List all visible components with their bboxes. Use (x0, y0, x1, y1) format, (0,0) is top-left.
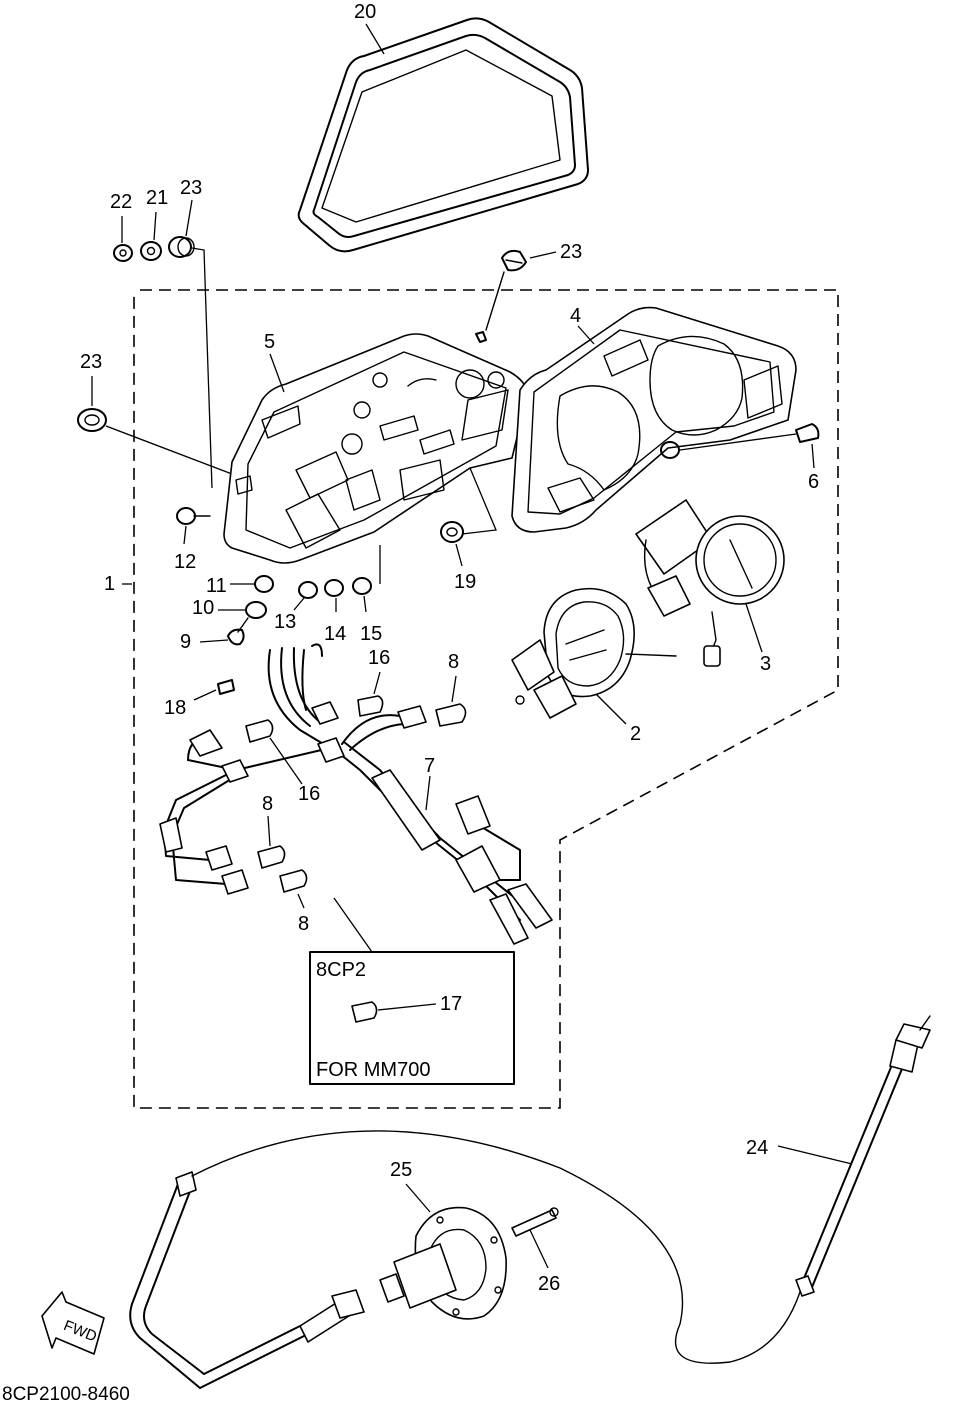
callout-18: 18 (164, 697, 186, 719)
part-18-screw (217, 679, 235, 695)
callout-1: 1 (104, 573, 115, 595)
callout-14: 14 (324, 623, 346, 645)
part-16-bulb-a (357, 695, 384, 717)
part-23-grommet-b (475, 249, 527, 343)
fwd-arrow: FWD (41, 1291, 105, 1355)
callout-8c: 8 (298, 913, 309, 935)
assembly-1-boundary (133, 289, 839, 1109)
callout-23c: 23 (80, 351, 102, 373)
part-20-lens-ring (297, 17, 589, 253)
part-11-nut (254, 575, 274, 593)
callout-16b: 16 (298, 783, 320, 805)
callout-13: 13 (274, 611, 296, 633)
callout-16a: 16 (368, 647, 390, 669)
callout-7: 7 (424, 755, 435, 777)
callout-23b: 23 (560, 241, 582, 263)
callout-8b: 8 (262, 793, 273, 815)
callout-15: 15 (360, 623, 382, 645)
part-23-grommet-c (77, 408, 107, 432)
callout-24: 24 (746, 1137, 768, 1159)
part-23-grommet-a (168, 236, 195, 258)
part-8-bulb-c (279, 869, 308, 893)
part-16-bulb-b (245, 719, 274, 743)
part-3-tachometer (635, 499, 785, 667)
callout-9: 9 (180, 631, 191, 653)
part-13-washer (298, 581, 318, 599)
part-26-pin (511, 1207, 559, 1237)
callout-22: 22 (110, 191, 132, 213)
part-6-cap (660, 423, 820, 459)
callout-25: 25 (390, 1159, 412, 1181)
callout-21: 21 (146, 187, 168, 209)
inset-note: FOR MM700 (316, 1059, 430, 1081)
part-8-bulb-b (257, 845, 286, 869)
callout-26: 26 (538, 1273, 560, 1295)
part-17-bulb (351, 1001, 378, 1023)
callout-17: 17 (440, 993, 462, 1015)
diagram-code: 8CP2100-8460 (2, 1384, 130, 1405)
part-15-nut (352, 577, 372, 595)
part-4-meter-panel (511, 306, 797, 533)
part-24-speedometer-cable (129, 1015, 931, 1389)
callout-23a: 23 (180, 177, 202, 199)
callout-2: 2 (630, 723, 641, 745)
callout-10: 10 (192, 597, 214, 619)
part-9-bolt (227, 617, 249, 646)
callout-19: 19 (454, 571, 476, 593)
callout-4: 4 (570, 305, 581, 327)
part-25-gear-unit (379, 1206, 507, 1320)
inset-model: 8CP2 (316, 959, 366, 981)
part-10-washer (245, 601, 267, 619)
part-12-screw (176, 507, 211, 525)
part-5-meter-case (223, 333, 529, 564)
part-8-bulb-a (435, 703, 467, 727)
callout-8a: 8 (448, 651, 459, 673)
callout-20: 20 (354, 1, 376, 23)
part-2-speedometer (511, 587, 677, 719)
inset-box (309, 951, 515, 1085)
part-14-nut (324, 579, 344, 597)
part-21-nut (140, 241, 162, 261)
part-22-washer (113, 244, 133, 262)
part-7-wire-harness (159, 643, 553, 945)
callout-11: 11 (206, 575, 227, 597)
callout-3: 3 (760, 653, 771, 675)
callout-12: 12 (174, 551, 196, 573)
callout-5: 5 (264, 331, 275, 353)
callout-6: 6 (808, 471, 819, 493)
part-19-grommet (440, 521, 464, 543)
